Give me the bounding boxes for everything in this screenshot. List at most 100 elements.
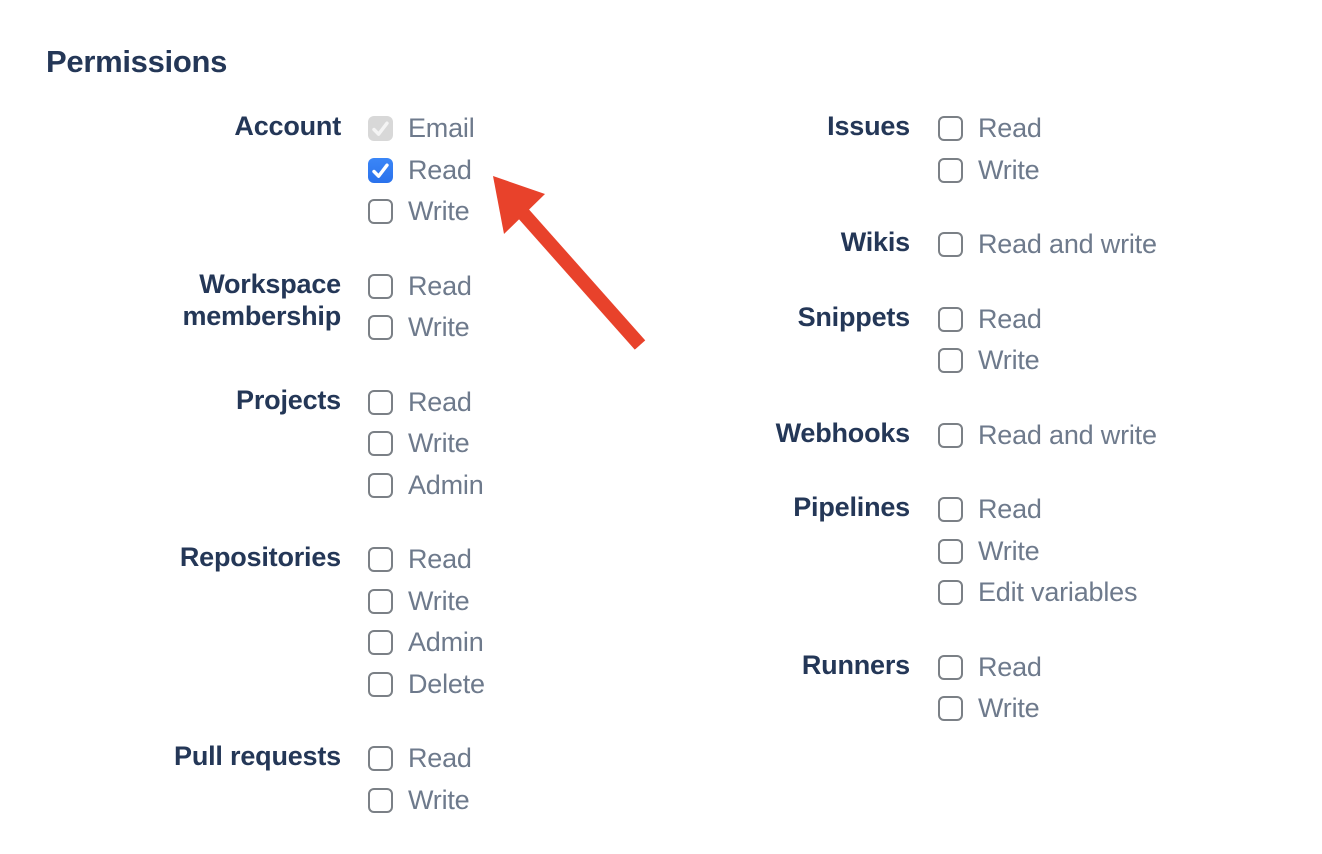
- webhooks-read-and-write-label[interactable]: Read and write: [978, 419, 1157, 450]
- issues-write-row: Write: [938, 150, 1042, 192]
- wikis-group-label: Wikis: [840, 227, 910, 257]
- pipelines-group-label: Pipelines: [793, 492, 910, 522]
- workspace-membership-read-label[interactable]: Read: [408, 270, 472, 301]
- permission-group-webhooks: Webhooks Read and write: [700, 415, 1157, 457]
- account-read-checkbox[interactable]: [368, 157, 393, 183]
- repositories-read-label[interactable]: Read: [408, 544, 472, 575]
- issues-write-checkbox[interactable]: [938, 157, 963, 183]
- check-icon: [372, 121, 389, 137]
- issues-read-label[interactable]: Read: [978, 113, 1042, 144]
- projects-write-checkbox[interactable]: [368, 431, 393, 457]
- pull-requests-write-row: Write: [368, 780, 472, 822]
- snippets-write-checkbox[interactable]: [938, 348, 963, 374]
- workspace-membership-write-label[interactable]: Write: [408, 312, 470, 343]
- pipelines-edit-variables-checkbox[interactable]: [938, 580, 963, 606]
- pipelines-read-label[interactable]: Read: [978, 494, 1042, 525]
- projects-admin-label[interactable]: Admin: [408, 469, 484, 500]
- account-write-checkbox[interactable]: [368, 199, 393, 225]
- pull-requests-write-checkbox[interactable]: [368, 787, 393, 813]
- account-read-row: Read: [368, 150, 475, 192]
- snippets-read-checkbox[interactable]: [938, 306, 963, 332]
- repositories-delete-checkbox[interactable]: [368, 671, 393, 697]
- wikis-options: Read and write: [938, 224, 1157, 266]
- issues-write-label[interactable]: Write: [978, 154, 1040, 185]
- webhooks-options: Read and write: [938, 415, 1157, 457]
- runners-group-label: Runners: [801, 649, 910, 680]
- account-write-label[interactable]: Write: [408, 196, 470, 227]
- pull-requests-read-checkbox[interactable]: [368, 746, 393, 772]
- account-email-checkbox: [368, 116, 393, 142]
- runners-write-checkbox[interactable]: [938, 696, 963, 722]
- webhooks-read-and-write-row: Read and write: [938, 415, 1157, 457]
- workspace-membership-write-row: Write: [368, 307, 472, 349]
- webhooks-read-and-write-checkbox[interactable]: [938, 422, 963, 448]
- runners-read-label[interactable]: Read: [978, 651, 1042, 682]
- check-icon: [372, 163, 389, 178]
- snippets-read-label[interactable]: Read: [978, 303, 1042, 334]
- account-group-label: Account: [234, 111, 341, 141]
- repositories-write-row: Write: [368, 581, 485, 623]
- projects-read-row: Read: [368, 382, 484, 424]
- projects-admin-checkbox[interactable]: [368, 472, 393, 498]
- workspace-membership-write-checkbox[interactable]: [368, 315, 393, 341]
- snippets-group-label: Snippets: [797, 301, 911, 332]
- projects-read-checkbox[interactable]: [368, 389, 393, 415]
- pull-requests-read-row: Read: [368, 738, 472, 780]
- pipelines-edit-variables-label[interactable]: Edit variables: [978, 577, 1138, 608]
- page-title: Permissions: [46, 44, 228, 79]
- pipelines-write-checkbox[interactable]: [938, 538, 963, 564]
- repositories-delete-label[interactable]: Delete: [408, 668, 485, 699]
- account-read-label[interactable]: Read: [408, 154, 472, 185]
- runners-read-checkbox[interactable]: [938, 654, 963, 680]
- runners-write-row: Write: [938, 688, 1042, 730]
- issues-read-checkbox[interactable]: [938, 116, 963, 142]
- pull-requests-read-label[interactable]: Read: [408, 743, 472, 774]
- projects-read-label[interactable]: Read: [408, 386, 472, 417]
- account-email-row: Email: [368, 108, 475, 150]
- projects-write-row: Write: [368, 423, 484, 465]
- repositories-write-checkbox[interactable]: [368, 588, 393, 614]
- repositories-group-label: Repositories: [179, 542, 341, 572]
- wikis-read-and-write-row: Read and write: [938, 224, 1157, 266]
- snippets-read-row: Read: [938, 299, 1042, 341]
- webhooks-group-label: Webhooks: [775, 417, 911, 448]
- snippets-write-label[interactable]: Write: [978, 345, 1040, 376]
- runners-read-row: Read: [938, 647, 1042, 689]
- permission-group-wikis: Wikis Read and write: [700, 224, 1157, 266]
- workspace-membership-group-label: Workspace membership: [182, 268, 341, 331]
- workspace-membership-read-checkbox[interactable]: [368, 273, 393, 299]
- pull-requests-write-label[interactable]: Write: [408, 784, 470, 815]
- pipelines-read-checkbox[interactable]: [938, 497, 963, 523]
- repositories-admin-label[interactable]: Admin: [408, 627, 484, 658]
- repositories-admin-checkbox[interactable]: [368, 630, 393, 656]
- repositories-read-checkbox[interactable]: [368, 547, 393, 573]
- account-email-label: Email: [408, 113, 475, 144]
- repositories-write-label[interactable]: Write: [408, 585, 470, 616]
- pull-requests-group-label: Pull requests: [174, 741, 341, 771]
- account-write-row: Write: [368, 191, 475, 233]
- pipelines-write-row: Write: [938, 531, 1137, 573]
- projects-group-label: Projects: [236, 384, 341, 415]
- issues-read-row: Read: [938, 108, 1042, 150]
- wikis-read-and-write-label[interactable]: Read and write: [978, 229, 1157, 260]
- runners-write-label[interactable]: Write: [978, 693, 1040, 724]
- wikis-read-and-write-checkbox[interactable]: [938, 232, 963, 258]
- repositories-delete-row: Delete: [368, 664, 485, 706]
- pipelines-edit-variables-row: Edit variables: [938, 572, 1137, 614]
- projects-write-label[interactable]: Write: [408, 428, 470, 459]
- pipelines-write-label[interactable]: Write: [978, 535, 1040, 566]
